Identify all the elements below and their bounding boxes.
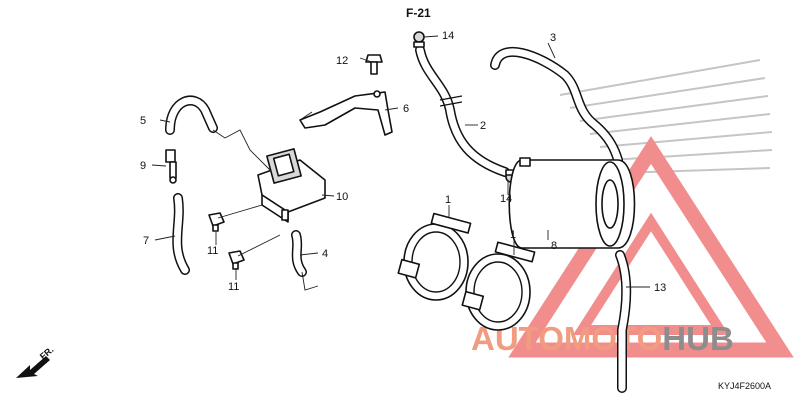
- callout-7: 7: [143, 235, 149, 247]
- callout-1a: 1: [445, 194, 451, 206]
- callout-numbers: 1 1 2 3 4 5 6 7 8 9 10 11 11 12 13 14 14: [140, 30, 666, 294]
- bracket-6[interactable]: [299, 90, 393, 136]
- watermark: AUTOMOTOHUB: [471, 59, 794, 358]
- bolt-11b[interactable]: [228, 250, 245, 270]
- hose-4[interactable]: [291, 230, 307, 277]
- callout-12: 12: [336, 55, 348, 67]
- callout-4: 4: [322, 248, 328, 260]
- watermark-text-hub: HUB: [662, 320, 734, 357]
- callout-11b: 11: [228, 281, 239, 293]
- watermark-triangle-logo: [508, 136, 794, 358]
- callout-1b: 1: [510, 229, 516, 241]
- callout-8: 8: [551, 240, 557, 252]
- callout-14b: 14: [500, 193, 512, 205]
- clip-14a[interactable]: [413, 31, 425, 48]
- band-1b[interactable]: [461, 241, 536, 331]
- bolt-12[interactable]: [365, 54, 383, 75]
- diagram-code: KYJ4F2600A: [718, 381, 771, 391]
- hose-2[interactable]: [415, 45, 510, 177]
- hose-13[interactable]: [615, 250, 632, 393]
- bolt-11a[interactable]: [208, 212, 225, 232]
- leader-lines: [151, 35, 650, 291]
- hose-3[interactable]: [490, 46, 623, 165]
- fitting-9[interactable]: [165, 149, 177, 184]
- hose-7[interactable]: [172, 193, 190, 275]
- watermark-text: AUTOMOTOHUB: [471, 320, 734, 357]
- callout-3: 3: [550, 32, 556, 44]
- callout-14a: 14: [442, 30, 454, 42]
- canister-8[interactable]: [508, 157, 636, 249]
- band-1a[interactable]: [397, 212, 472, 301]
- callout-9: 9: [140, 160, 146, 172]
- front-direction-indicator: FR.: [16, 345, 55, 378]
- callout-6: 6: [403, 103, 409, 115]
- arrow-down-left-icon: [16, 356, 50, 378]
- front-label: FR.: [38, 345, 56, 362]
- solenoid-valve-10[interactable]: [257, 148, 326, 223]
- hose-5[interactable]: [165, 95, 218, 135]
- callout-10: 10: [336, 191, 348, 203]
- reference-label: F-21: [406, 6, 431, 20]
- callout-11a: 11: [207, 245, 218, 257]
- callout-13: 13: [654, 282, 666, 294]
- callout-5: 5: [140, 115, 146, 127]
- callout-2: 2: [480, 120, 486, 132]
